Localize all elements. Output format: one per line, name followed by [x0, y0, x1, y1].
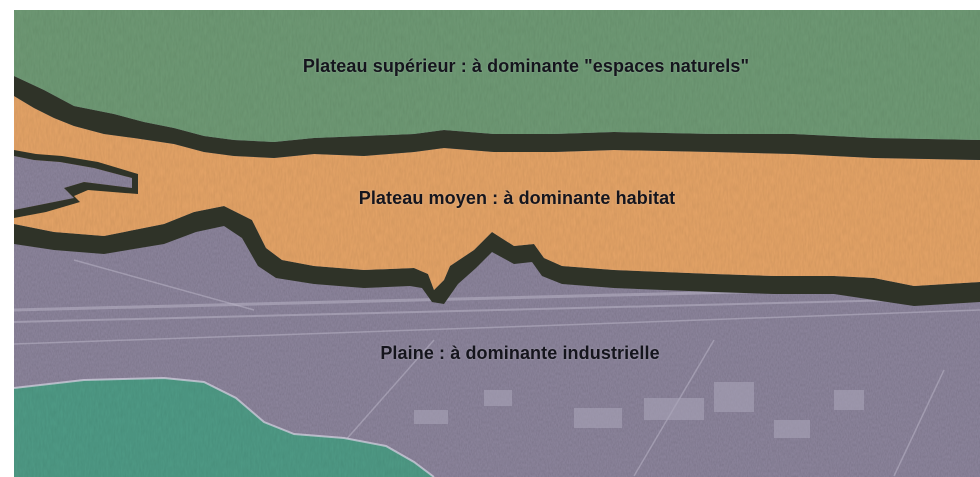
zoning-map: [14, 10, 980, 477]
zone-label-middle-plateau: Plateau moyen : à dominante habitat: [358, 188, 676, 208]
plain-buildings: [414, 382, 864, 438]
zone-upper-area: [14, 10, 980, 142]
zone-middle-area: [14, 96, 980, 290]
middle-plateau-border: [14, 206, 980, 306]
pocket-border: [14, 150, 138, 218]
upper-plateau-border: [14, 76, 980, 160]
zone-label-plain: Plaine : à dominante industrielle: [380, 343, 660, 363]
coastline: [14, 376, 435, 477]
zone-label-upper-plateau: Plateau supérieur : à dominante "espaces…: [302, 56, 750, 76]
plain-pocket-left: [14, 156, 132, 210]
map-image: Plateau supérieur : à dominante "espaces…: [14, 10, 980, 477]
sea-area: [14, 378, 434, 477]
